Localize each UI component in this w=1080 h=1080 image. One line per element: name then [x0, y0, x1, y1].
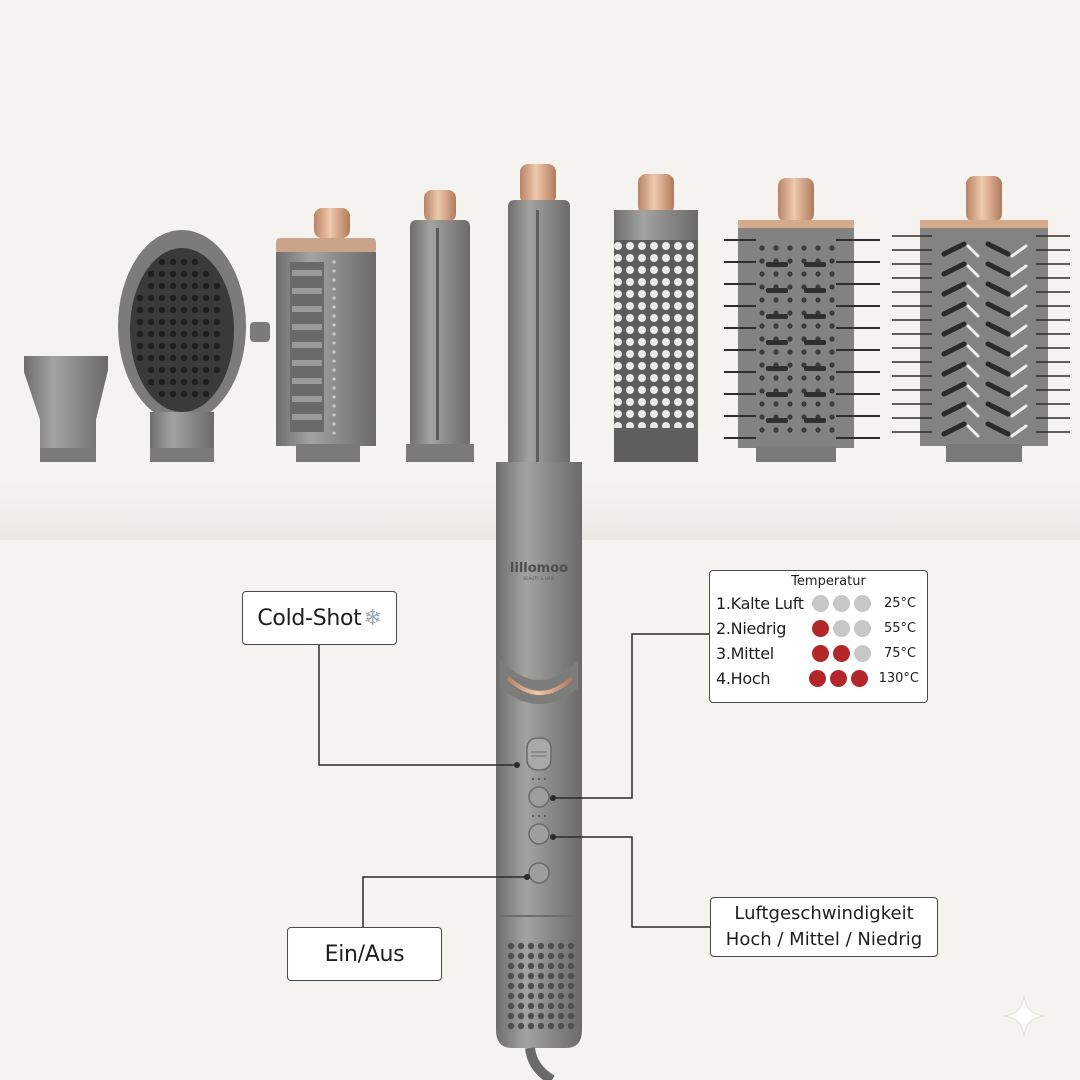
temperature-level-row: 3.Mittel 75°C	[716, 641, 919, 666]
volume-brush-attachment	[892, 176, 1070, 462]
power-callout: Ein/Aus	[287, 927, 442, 981]
temperature-indicator	[812, 620, 878, 637]
airspeed-button[interactable]	[528, 823, 550, 845]
indicator-dot	[854, 620, 871, 637]
indicator-dot	[833, 595, 850, 612]
cold-shot-callout: Cold-Shot❄	[242, 591, 397, 645]
temperature-level-name: 2.Niedrig	[716, 619, 787, 638]
indicator-dot	[854, 595, 871, 612]
indicator-dot	[833, 645, 850, 662]
smoothing-brush-attachment	[276, 208, 376, 462]
temperature-level-name: 1.Kalte Luft	[716, 594, 804, 613]
indicator-dot	[812, 645, 829, 662]
temperature-level-value: 25°C	[884, 596, 917, 611]
temperature-indicator	[808, 670, 873, 687]
temperature-level-name: 4.Hoch	[716, 669, 771, 688]
airspeed-levels: Hoch / Mittel / Niedrig	[725, 929, 923, 950]
indicator-dot	[812, 595, 829, 612]
indicator-dot	[812, 620, 829, 637]
curling-barrel-attachment	[406, 190, 474, 462]
styler-main-unit: lillomoo BEAUTY & HAIR	[496, 164, 582, 1080]
temperature-level-row: 2.Niedrig 55°C	[716, 616, 919, 641]
round-brush-attachment	[614, 174, 698, 462]
cold-shot-label: Cold-Shot	[257, 605, 362, 631]
power-button[interactable]	[528, 862, 550, 884]
temperature-level-row: 4.Hoch 130°C	[716, 666, 919, 691]
indicator-dot	[854, 645, 871, 662]
temperature-callout: Temperatur 1.Kalte Luft 25°C 2.Niedrig 55°C…	[709, 570, 928, 703]
airspeed-title: Luftgeschwindigkeit	[734, 903, 914, 924]
diffuser-attachment	[118, 230, 270, 462]
temperature-level-value: 75°C	[884, 646, 917, 661]
brand-tagline: BEAUTY & HAIR	[523, 576, 554, 581]
airspeed-callout: Luftgeschwindigkeit Hoch / Mittel / Nied…	[710, 897, 938, 957]
indicator-dot	[829, 670, 847, 687]
temperature-title: Temperatur	[791, 574, 866, 589]
power-label: Ein/Aus	[324, 941, 405, 967]
temperature-indicator	[812, 595, 878, 612]
temperature-button[interactable]	[528, 786, 550, 808]
indicator-dot	[833, 620, 850, 637]
sparkle-icon	[1003, 995, 1045, 1037]
snowflake-icon: ❄	[363, 605, 382, 631]
temperature-level-name: 3.Mittel	[716, 644, 774, 663]
indicator-dot	[808, 670, 826, 687]
indicator-dot	[850, 670, 868, 687]
cold-shot-button[interactable]	[526, 737, 552, 771]
brand-logo: lillomoo	[510, 561, 568, 576]
temperature-level-value: 55°C	[884, 621, 917, 636]
connector-lines	[318, 633, 710, 928]
temperature-indicator	[812, 645, 878, 662]
concentrator-attachment	[24, 356, 108, 462]
temperature-level-value: 130°C	[878, 671, 919, 686]
paddle-brush-attachment	[724, 178, 880, 462]
temperature-level-row: 1.Kalte Luft 25°C	[716, 591, 919, 616]
